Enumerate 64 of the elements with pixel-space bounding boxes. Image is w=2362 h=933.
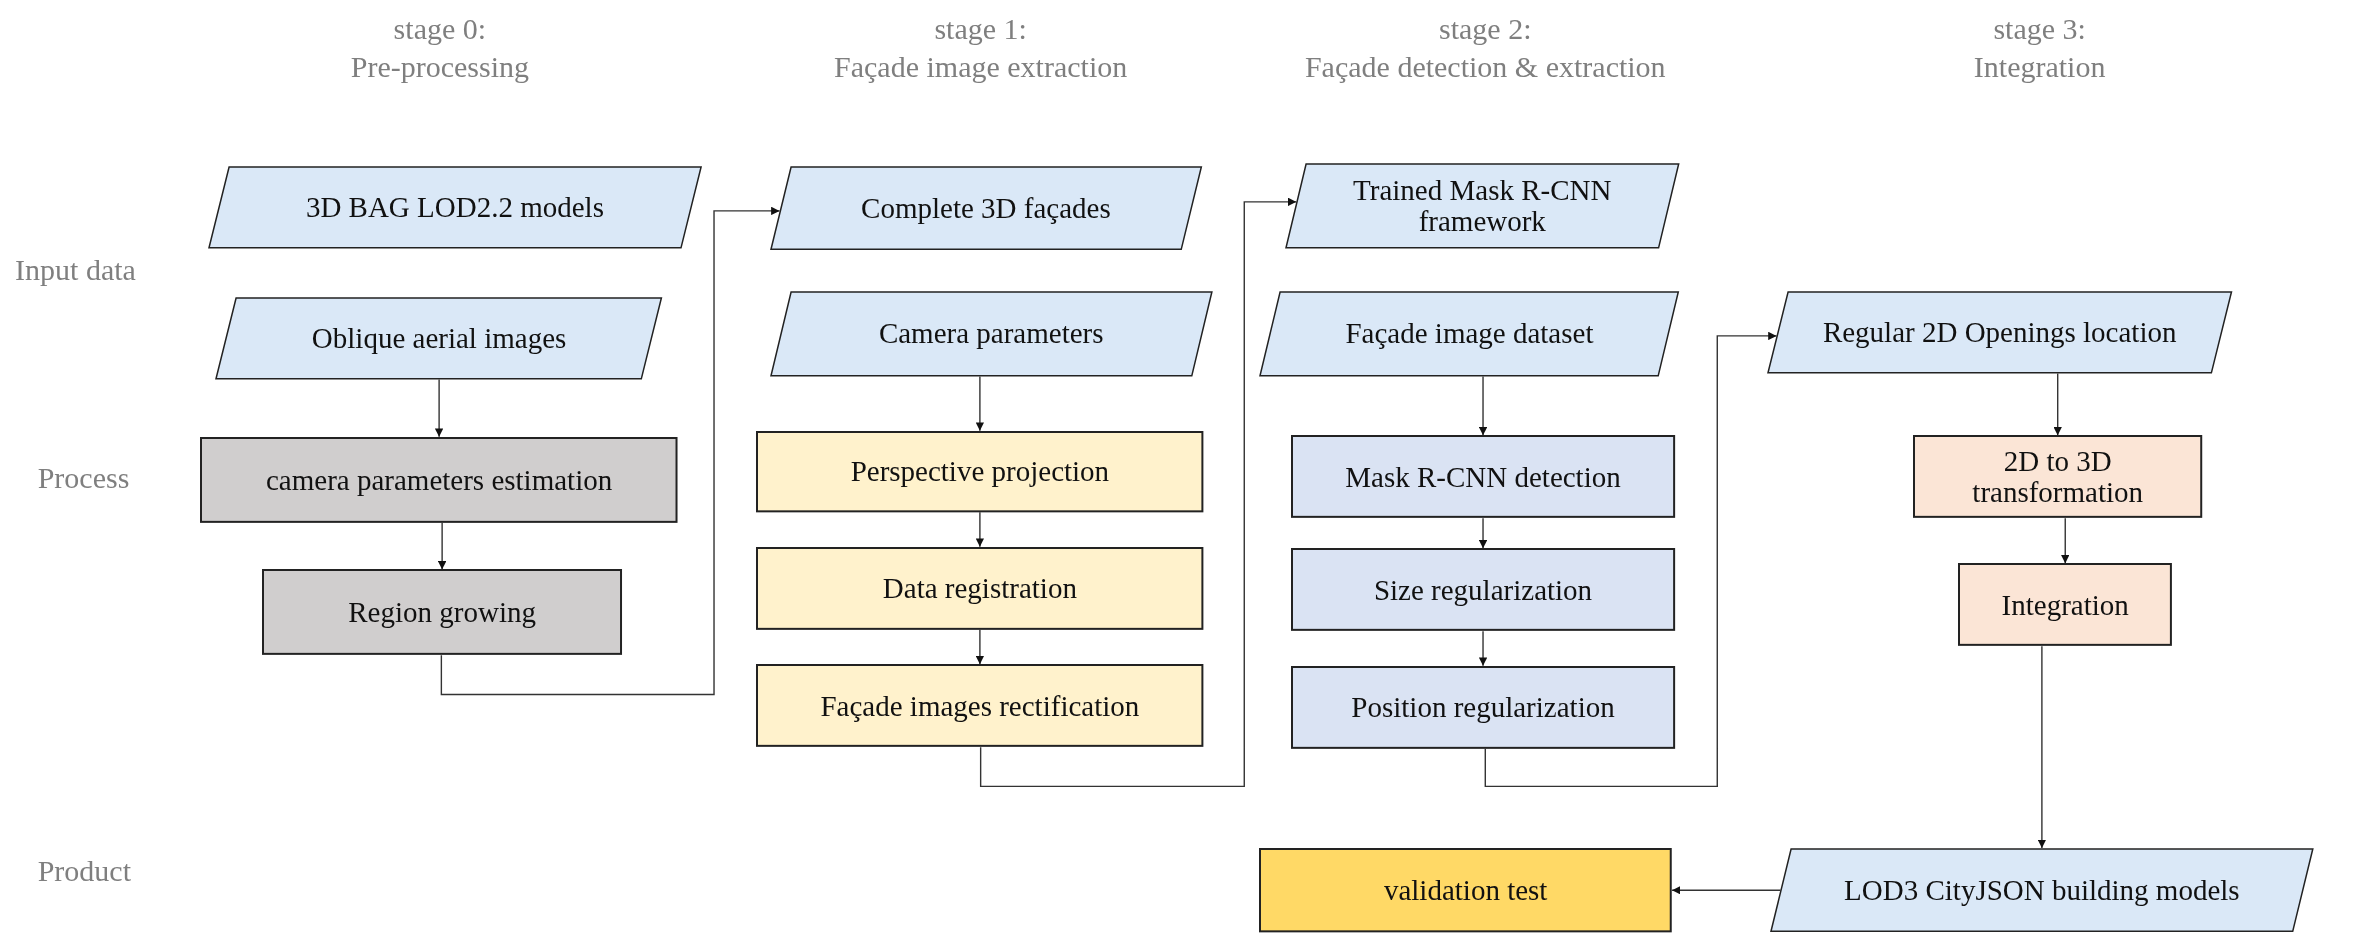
arrow — [1671, 886, 1782, 895]
process-box — [756, 546, 1204, 630]
node-label: Complete 3D façades — [860, 192, 1112, 224]
node-label: LOD3 CityJSON building models — [1843, 875, 2241, 906]
stage-heading: stage 2: — [1439, 12, 1532, 47]
input-parallelogram — [1259, 290, 1680, 377]
arrow — [1478, 630, 1488, 667]
stage-heading: stage 0: — [393, 12, 487, 47]
input-parallelogram — [769, 290, 1213, 377]
process-box — [1290, 665, 1676, 749]
node-label: Façade images rectification — [819, 690, 1141, 721]
node-label: Region growing — [347, 597, 537, 628]
process-box — [1958, 563, 2173, 647]
row-label: Input data — [15, 253, 136, 288]
process-box — [756, 430, 1204, 513]
process-box — [200, 436, 678, 523]
arrow — [1478, 517, 1488, 550]
node-label: Integration — [2000, 589, 2130, 620]
arrow — [1478, 375, 1488, 437]
node-label: camera parameters estimation — [265, 464, 614, 495]
row-label: Process — [37, 460, 130, 495]
node-label: Camera parameters — [877, 318, 1105, 349]
arrow — [979, 197, 1298, 788]
stage-heading: Façade image extraction — [834, 49, 1128, 84]
process-box — [1290, 435, 1676, 519]
input-parallelogram — [207, 165, 702, 249]
node-label: Oblique aerial images — [310, 322, 568, 354]
node-label: Façade image dataset — [1344, 318, 1595, 349]
input-parallelogram — [1766, 290, 2233, 374]
arrow — [975, 628, 985, 665]
product-box — [1259, 848, 1673, 933]
arrow — [437, 522, 447, 571]
node-label: Trained Mask R-CNN framework — [1352, 175, 1613, 237]
stage-heading: stage 1: — [934, 12, 1027, 47]
node-label: Position regularization — [1350, 692, 1616, 723]
arrow — [1484, 331, 1778, 788]
process-box — [1290, 548, 1676, 632]
arrow — [2037, 645, 2047, 849]
input-parallelogram — [1284, 162, 1680, 249]
stage-heading: Pre-processing — [350, 49, 529, 84]
node-label: Mask R-CNN detection — [1344, 461, 1622, 492]
arrow — [2053, 372, 2062, 437]
stage-heading: Integration — [1973, 49, 2106, 84]
arrow — [434, 378, 444, 438]
arrow — [975, 511, 985, 548]
stage-heading: Façade detection & extraction — [1304, 49, 1666, 84]
process-box — [262, 569, 623, 656]
row-label: Product — [37, 854, 131, 889]
node-label: Data registration — [881, 573, 1078, 604]
arrow — [440, 206, 781, 696]
node-label: Size regularization — [1372, 574, 1594, 605]
arrow — [2061, 517, 2070, 565]
node-label: Regular 2D Openings location — [1821, 316, 2178, 348]
process-box — [756, 664, 1204, 748]
stage-heading: stage 3: — [1993, 12, 2086, 47]
node-label: Perspective projection — [849, 456, 1111, 487]
input-parallelogram — [215, 296, 663, 380]
arrow — [975, 375, 985, 432]
input-parallelogram — [769, 165, 1203, 251]
node-label: 3D BAG LOD2.2 models — [304, 191, 605, 223]
input-parallelogram — [1770, 848, 2314, 933]
node-label: validation test — [1382, 875, 1549, 906]
node-label: 2D to 3D transformation — [1971, 446, 2145, 508]
process-box — [1913, 435, 2203, 519]
